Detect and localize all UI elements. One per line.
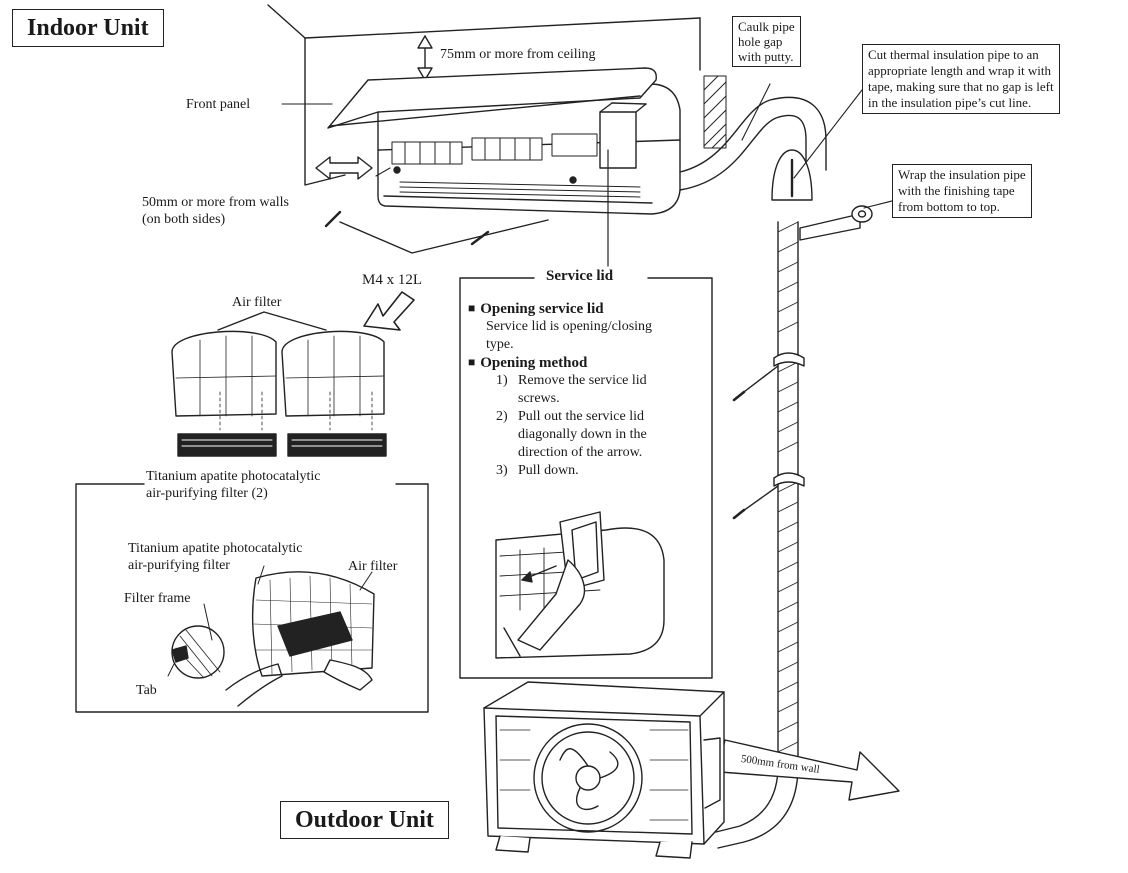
- service-lid-instructions: Opening service lid Service lid is openi…: [468, 300, 652, 480]
- titanium-caption-line-1: Titanium apatite photocatalytic: [146, 469, 321, 484]
- cut-insulation-line-3: tape, making sure that no gap is left: [868, 79, 1054, 94]
- wall-clearance-line-1: 50mm or more from walls: [142, 195, 289, 210]
- wall-clearance-arrow: [315, 156, 373, 180]
- caulk-note-line-3: with putty.: [738, 49, 794, 64]
- titanium-filter-caption: Titanium apatite photocatalytic air-puri…: [146, 468, 320, 502]
- outdoor-unit-title: Outdoor Unit: [280, 801, 449, 839]
- indoor-unit-title: Indoor Unit: [12, 9, 164, 47]
- caulk-note-line-1: Caulk pipe: [738, 19, 795, 34]
- pipe-illustration: [679, 96, 873, 849]
- outdoor-distance-arrow: [717, 739, 900, 801]
- step-2-number: 2): [496, 409, 508, 424]
- titanium-caption-line-2: air-purifying filter (2): [146, 486, 268, 501]
- wrap-note-line-1: Wrap the insulation pipe: [898, 167, 1026, 182]
- service-lid-title: Service lid: [538, 268, 622, 285]
- step-2: 2) Pull out the service lid diagonally d…: [496, 408, 652, 462]
- wall-illustration: [267, 4, 701, 186]
- opening-service-lid-text: Service lid is opening/closing type.: [468, 318, 652, 354]
- mounting-screws: [324, 210, 549, 254]
- screw-spec-label: M4 x 12L: [362, 272, 422, 288]
- service-lid-frame: [459, 149, 713, 679]
- step-1: 1) Remove the service lid screws.: [496, 372, 652, 408]
- filter-frame-label: Filter frame: [124, 591, 191, 606]
- cut-insulation-line-2: appropriate length and wrap it with: [868, 63, 1052, 78]
- step-3-number: 3): [496, 463, 508, 478]
- wrap-note-line-3: from bottom to top.: [898, 199, 1000, 214]
- caulk-note: Caulk pipe hole gap with putty.: [732, 16, 801, 67]
- inset-titanium-line-1: Titanium apatite photocatalytic: [128, 541, 303, 556]
- wall-pipe-hole-hatch: [703, 75, 727, 149]
- ceiling-clearance-arrow: [417, 35, 433, 81]
- wall-clearance-label: 50mm or more from walls (on both sides): [142, 194, 289, 228]
- air-filters-illustration: [171, 291, 415, 457]
- air-filter-label: Air filter: [232, 295, 282, 310]
- step-2-line-2: diagonally down in the: [518, 427, 647, 442]
- outdoor-unit-illustration: [483, 681, 725, 859]
- filter-inset-frame: [75, 483, 429, 713]
- inset-titanium-line-2: air-purifying filter: [128, 558, 230, 573]
- opening-text-line-2: type.: [486, 337, 514, 352]
- step-1-line-1: Remove the service lid: [518, 373, 647, 388]
- step-1-line-2: screws.: [518, 391, 560, 406]
- step-2-line-3: direction of the arrow.: [518, 445, 643, 460]
- indoor-unit-illustration: [327, 67, 681, 215]
- wrap-insulation-note: Wrap the insulation pipe with the finish…: [892, 164, 1032, 218]
- cut-insulation-line-4: in the insulation pipe’s cut line.: [868, 95, 1032, 110]
- step-3: 3) Pull down.: [496, 462, 652, 480]
- wall-clearance-line-2: (on both sides): [142, 212, 226, 227]
- opening-method-heading: Opening method: [468, 354, 652, 372]
- step-2-line-1: Pull out the service lid: [518, 409, 644, 424]
- opening-text-line-1: Service lid is opening/closing: [486, 319, 653, 334]
- tab-label: Tab: [136, 683, 157, 698]
- opening-method-steps: 1) Remove the service lid screws. 2) Pul…: [468, 372, 652, 480]
- cut-insulation-line-1: Cut thermal insulation pipe to an: [868, 47, 1039, 62]
- ceiling-clearance-label: 75mm or more from ceiling: [440, 47, 596, 62]
- front-panel-label: Front panel: [186, 97, 251, 112]
- caulk-note-line-2: hole gap: [738, 34, 783, 49]
- step-3-line-1: Pull down.: [518, 463, 579, 478]
- inset-titanium-label: Titanium apatite photocatalytic air-puri…: [128, 540, 302, 574]
- inset-air-filter-label: Air filter: [348, 559, 398, 574]
- opening-service-lid-heading: Opening service lid: [468, 300, 652, 318]
- cut-insulation-note: Cut thermal insulation pipe to an approp…: [862, 44, 1060, 114]
- wrap-note-line-2: with the finishing tape: [898, 183, 1015, 198]
- step-1-number: 1): [496, 373, 508, 388]
